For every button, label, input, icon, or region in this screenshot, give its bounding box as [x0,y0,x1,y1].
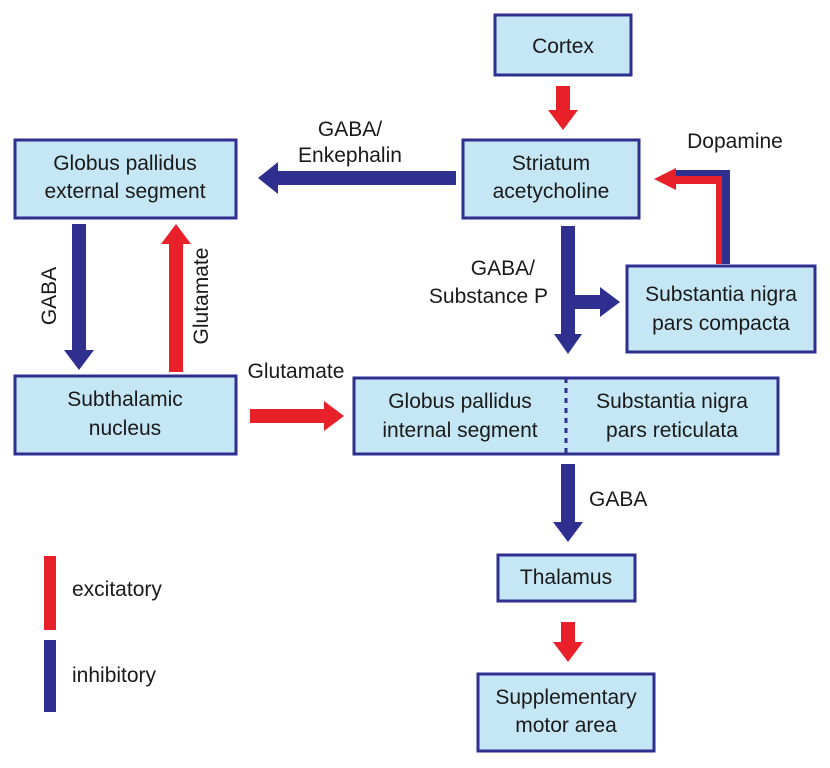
node-gpi-line1: Globus pallidus [388,390,532,413]
node-snc-line2: pars compacta [652,312,790,335]
node-thalamus-label: Thalamus [520,566,612,589]
label-glutamate-stn-gpe: Glutamate [190,248,213,345]
label-gaba-enkephalin-1: GABA/ [318,118,382,141]
node-thalamus: Thalamus [496,553,637,603]
node-stn: Subthalamic nucleus [13,374,238,456]
label-gaba-enkephalin-2: Enkephalin [298,144,402,167]
node-striatum-line1: Striatum [512,152,590,175]
node-gpe-line1: Globus pallidus [53,152,197,175]
node-snr-line2: pars reticulata [606,419,738,442]
node-sma: Supplementary motor area [476,672,656,753]
legend-inhibitory-swatch [44,640,56,712]
arrow-striatum-to-gpe [258,162,456,194]
label-gaba-substance-p-1: GABA/ [471,257,535,280]
legend-excitatory-swatch [44,556,56,630]
label-dopamine: Dopamine [687,130,783,153]
node-striatum-line2: acetycholine [493,180,610,203]
legend: excitatory inhibitory [44,556,162,712]
node-stn-line2: nucleus [89,417,161,440]
arrow-gpe-to-stn [64,224,94,370]
node-cortex-label: Cortex [532,35,594,58]
label-gaba-gpe-stn: GABA [38,267,61,325]
arrow-stn-to-gpe [161,224,191,372]
arrow-striatum-to-gpi [554,226,582,354]
node-snr-line1: Substantia nigra [596,390,748,413]
arrow-snc-to-striatum-red [675,176,722,264]
arrow-thalamus-to-sma [553,622,583,662]
arrow-stn-to-gpi [250,401,344,431]
node-snc-line1: Substantia nigra [645,283,797,306]
node-cortex: Cortex [493,13,633,77]
node-stn-line1: Subthalamic [67,388,183,411]
arrow-cortex-to-striatum [548,86,578,130]
node-gpi-snr: Globus pallidus internal segment Substan… [352,376,780,456]
label-gaba-substance-p-2: Substance P [429,285,548,308]
node-sma-line2: motor area [515,714,617,737]
arrow-snc-to-striatum-head [654,168,676,190]
arrow-gpi-to-thalamus [553,464,583,542]
node-snc: Substantia nigra pars compacta [625,264,817,354]
legend-excitatory-label: excitatory [72,578,162,601]
arrow-striatum-to-snc [575,287,620,317]
legend-inhibitory-label: inhibitory [72,664,157,687]
node-striatum: Striatum acetycholine [461,138,641,220]
label-gaba-gpi-thalamus: GABA [589,488,647,511]
node-sma-line1: Supplementary [495,686,637,709]
label-glutamate-stn-gpi: Glutamate [248,360,345,383]
node-gpi-line2: internal segment [382,419,537,442]
node-gpe: Globus pallidus external segment [13,138,238,220]
node-gpe-line2: external segment [44,180,205,203]
